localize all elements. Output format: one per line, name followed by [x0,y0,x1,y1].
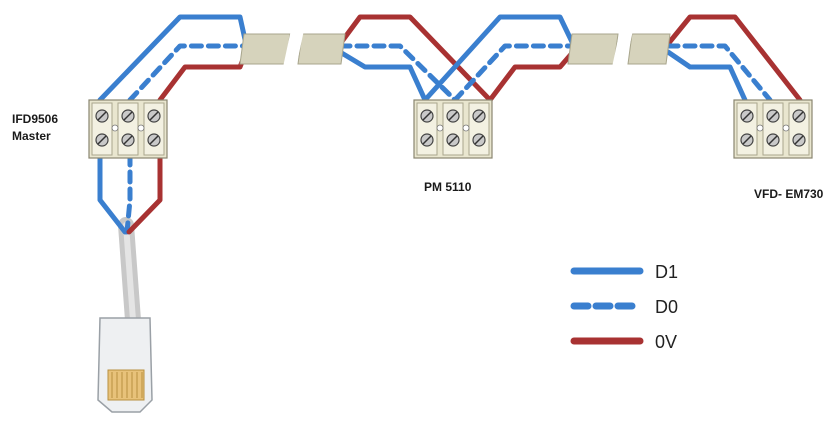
legend-item-d0: D0 [570,297,678,317]
cable-run-2 [422,14,803,103]
master-rj45-wires [97,152,163,235]
legend-item-0v: 0V [570,332,677,352]
cable-sleeve-icon [239,33,671,65]
device-label-master-line1: IFD9506 [12,112,59,126]
legend-label: D0 [655,297,678,317]
terminal-block-icon [413,99,493,159]
terminal-block-icon [733,99,813,159]
legend-item-d1: D1 [570,262,678,282]
terminal-block-icon [88,99,168,159]
legend-label: 0V [655,332,677,352]
device-label-pm5110: PM 5110 [424,180,472,194]
cable-break-icon [282,29,633,73]
legend-label: D1 [655,262,678,282]
legend: D1 D0 0V [570,262,678,352]
device-label-master-line2: Master [12,129,51,143]
device-label-vfd: VFD- EM730 [754,187,824,201]
rj45-connector-icon [97,217,153,413]
